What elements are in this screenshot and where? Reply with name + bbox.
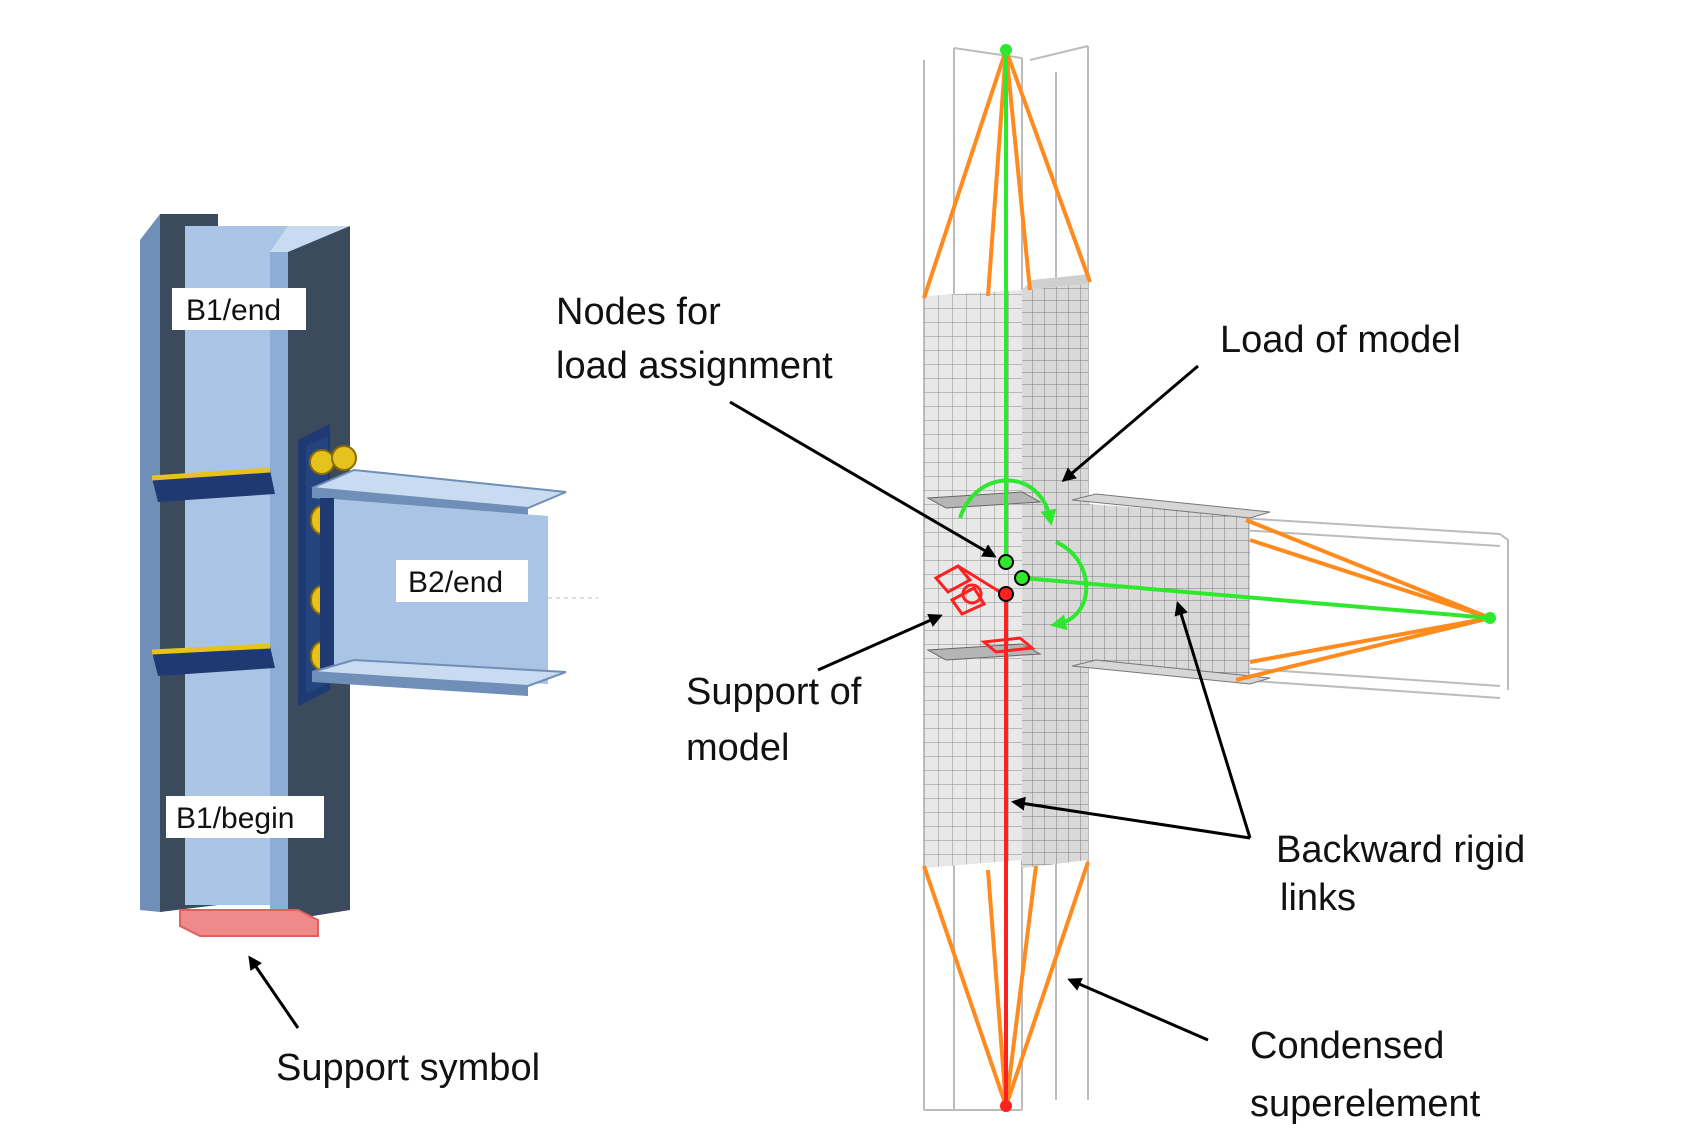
label-nodes-line1: Nodes for	[556, 291, 721, 333]
label-support-line2: model	[686, 727, 790, 769]
column-mesh-web	[1022, 284, 1088, 868]
svg-text:B2/end: B2/end	[408, 566, 503, 599]
condensed-superelement-beam	[1239, 517, 1509, 699]
label-support-line1: Support of	[686, 671, 862, 713]
svg-text:B1/end: B1/end	[186, 294, 281, 327]
steel-model-3d	[140, 214, 598, 937]
support-symbol-arrow	[248, 955, 300, 1029]
support-marker	[980, 636, 1036, 654]
label-backward-line1: Backward rigid	[1276, 829, 1525, 871]
arrow-condensed	[1067, 977, 1209, 1042]
node-load-2	[1014, 570, 1030, 586]
backward-rigid-links-beam	[1235, 518, 1491, 682]
tag-b1-end: B1/end	[172, 288, 306, 330]
column-web	[185, 226, 288, 905]
tag-b1-begin: B1/begin	[166, 796, 324, 838]
node-bottom	[1000, 1100, 1012, 1112]
node-top	[1000, 44, 1012, 56]
node-load-1	[998, 554, 1014, 570]
backward-rigid-links-top	[922, 49, 1092, 299]
label-support-symbol: Support symbol	[276, 1047, 540, 1089]
column-left-flange	[140, 214, 160, 912]
label-load-of-model: Load of model	[1220, 319, 1461, 361]
arrow-backward-2	[1174, 601, 1252, 839]
backward-rigid-links-bottom	[922, 861, 1090, 1107]
fe-model	[922, 44, 1509, 1112]
arrow-load-of-model	[1061, 364, 1199, 482]
node-beam-end	[1484, 612, 1496, 624]
support-symbol-plate	[179, 909, 319, 937]
column-right-flange	[270, 252, 288, 912]
annotation-arrows	[729, 364, 1252, 1042]
moment-arrows	[958, 478, 1089, 631]
label-nodes-line2: load assignment	[556, 345, 833, 387]
support-of-model-symbol	[933, 564, 1001, 616]
column-mesh-flange	[924, 290, 1022, 868]
tag-b2-end: B2/end	[396, 560, 528, 602]
label-condensed-line1: Condensed	[1250, 1025, 1444, 1067]
arrow-backward-1	[1011, 796, 1251, 840]
beam-bottom-flange	[311, 658, 567, 688]
node-support	[998, 586, 1014, 602]
green-load-links	[1004, 50, 1491, 620]
svg-text:B1/begin: B1/begin	[176, 802, 294, 835]
arrow-support-of-model	[817, 614, 943, 672]
label-condensed-line2: superelement	[1250, 1083, 1481, 1125]
label-backward-line2: links	[1280, 877, 1356, 919]
lower-stiffener	[152, 646, 275, 676]
arrow-nodes	[729, 400, 997, 558]
